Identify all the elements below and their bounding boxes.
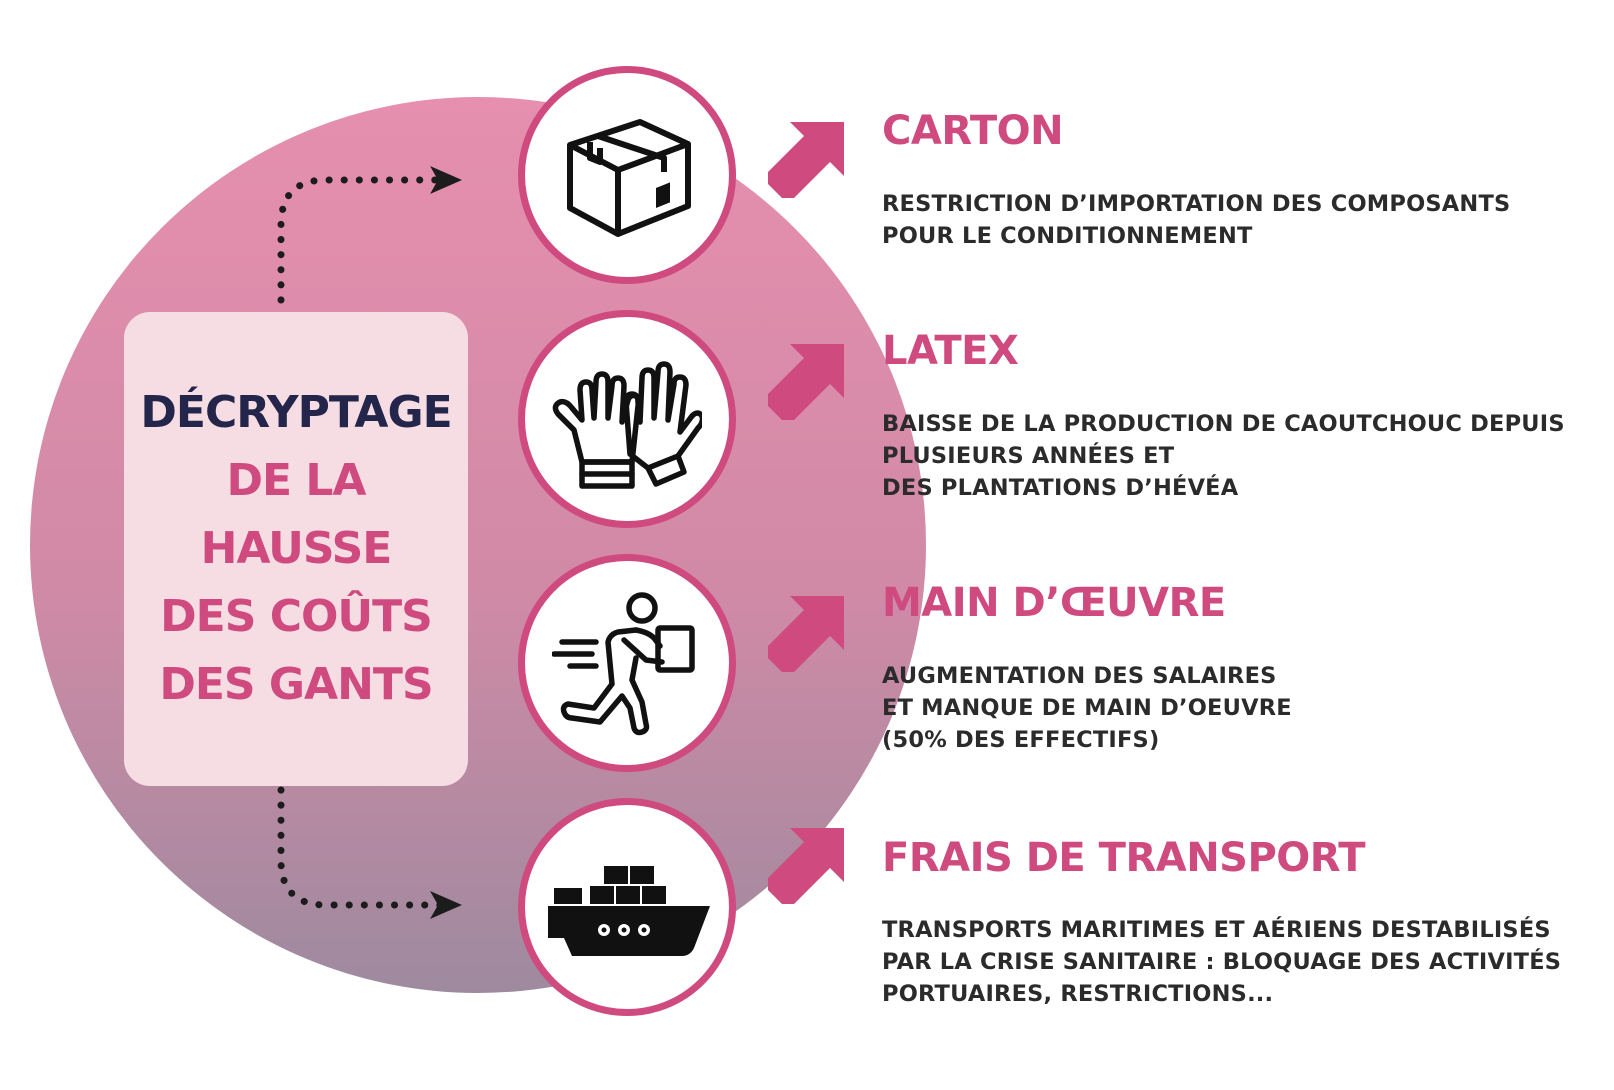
item-desc-main-doeuvre: AUGMENTATION DES SALAIRES ET MANQUE DE M…	[882, 663, 1292, 753]
transport-icon-circle	[518, 798, 736, 1016]
item-desc-transport: TRANSPORTS MARITIMES ET AÉRIENS DESTABIL…	[882, 917, 1562, 1007]
item-title-main-doeuvre: MAIN D’ŒUVRE	[882, 580, 1226, 626]
delivery-person-icon	[552, 592, 695, 736]
item-desc-carton: RESTRICTION D’IMPORTATION DES COMPOSANTS…	[882, 191, 1511, 249]
gloves-icon	[552, 361, 702, 489]
item-desc-latex: BAISSE DE LA PRODUCTION DE CAOUTCHOUC DE…	[882, 411, 1565, 501]
cargo-ship-icon	[548, 866, 710, 956]
title-box: DÉCRYPTAGE DE LA HAUSSE DES COÛTS DES GA…	[124, 312, 468, 786]
title-line-4: DES COÛTS	[160, 591, 433, 642]
title-line-5: DES GANTS	[159, 659, 433, 710]
connector-arrow-bottom	[430, 891, 462, 919]
box-icon	[567, 119, 691, 237]
increase-arrow-icon	[768, 344, 844, 420]
title-line-1: DÉCRYPTAGE	[140, 387, 452, 438]
item-title-transport: FRAIS DE TRANSPORT	[882, 835, 1366, 881]
title-line-2: DE LA	[226, 455, 367, 506]
dotted-connector-top	[277, 176, 444, 304]
main-doeuvre-icon-circle	[518, 554, 736, 772]
increase-arrow-icon	[768, 122, 844, 198]
title-line-3: HAUSSE	[200, 523, 393, 574]
dotted-connector-bottom	[277, 786, 444, 909]
increase-arrow-icon	[768, 828, 844, 904]
increase-arrow-icon	[768, 596, 844, 672]
connector-arrow-top	[430, 166, 462, 194]
item-title-latex: LATEX	[882, 328, 1019, 374]
latex-icon-circle	[518, 310, 736, 528]
carton-icon-circle	[518, 66, 736, 284]
item-title-carton: CARTON	[882, 108, 1064, 154]
